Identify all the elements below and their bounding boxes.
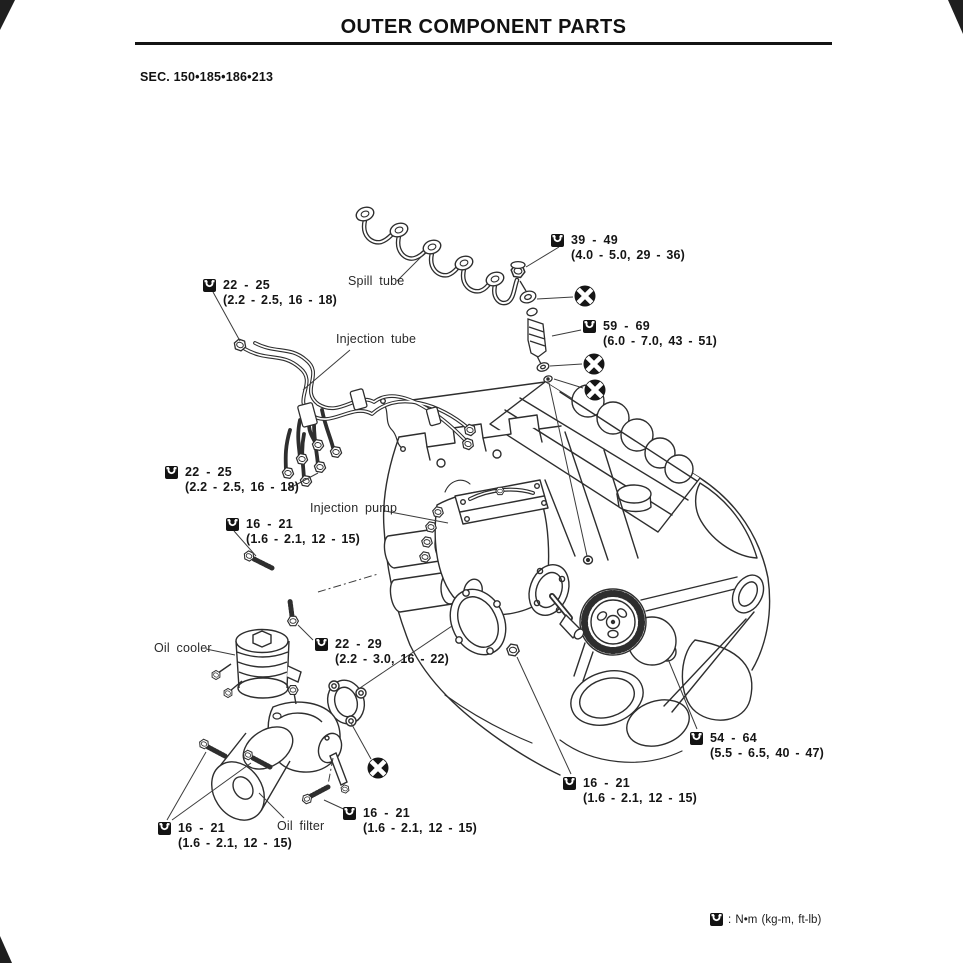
injection-tube-drawing [231, 337, 478, 488]
engine-block-drawing [380, 381, 771, 776]
torque-wrench-icon [551, 234, 564, 247]
torque-wrench-icon [563, 777, 576, 790]
torque-detail: (2.2 - 3.0, 16 - 22) [335, 652, 450, 666]
torque-wrench-icon [226, 518, 239, 531]
torque-wrench-icon [710, 913, 723, 926]
do-not-reuse-icon [585, 380, 606, 401]
page-title: OUTER COMPONENT PARTS [340, 16, 627, 38]
torque-callout: 22 - 25(2.2 - 2.5, 16 - 18) [203, 278, 337, 308]
torque-callout: 16 - 21(1.6 - 2.1, 12 - 15) [226, 517, 360, 547]
do-not-reuse-icon [368, 758, 389, 779]
label-injection-pump: Injection pump [310, 501, 398, 515]
bolts-drawing [197, 549, 521, 806]
section-label: SEC. 150•185•186•213 [140, 70, 274, 84]
torque-callout: 22 - 29(2.2 - 3.0, 16 - 22) [315, 637, 449, 667]
pump-gasket-drawing [449, 588, 507, 656]
cooler-gasket-drawing [326, 679, 367, 727]
torque-value: 39 - 49 [571, 233, 619, 247]
injection-pump-drawing [418, 479, 585, 640]
injector-drawing [509, 260, 553, 383]
label-oil-filter: Oil filter [277, 819, 325, 833]
torque-value: 22 - 29 [335, 637, 383, 651]
torque-wrench-icon [158, 822, 171, 835]
torque-value: 59 - 69 [603, 319, 651, 333]
do-not-reuse-icon [584, 354, 605, 375]
torque-detail: (2.2 - 2.5, 16 - 18) [185, 480, 300, 494]
torque-wrench-icon [583, 320, 596, 333]
oil-cooler-drawing [209, 628, 302, 700]
torque-value: 16 - 21 [583, 776, 631, 790]
torque-detail: (5.5 - 6.5, 40 - 47) [710, 746, 825, 760]
torque-value: 22 - 25 [185, 465, 233, 479]
label-oil-cooler: Oil cooler [154, 641, 212, 655]
torque-detail: (2.2 - 2.5, 16 - 18) [223, 293, 338, 307]
torque-callout: 59 - 69(6.0 - 7.0, 43 - 51) [583, 319, 717, 349]
torque-legend-text: : N•m (kg-m, ft-lb) [728, 913, 822, 926]
torque-detail: (1.6 - 2.1, 12 - 15) [363, 821, 478, 835]
torque-value: 54 - 64 [710, 731, 758, 745]
oil-filter-drawing [211, 726, 294, 821]
torque-wrench-icon [690, 732, 703, 745]
torque-value: 16 - 21 [363, 806, 411, 820]
torque-callout: 16 - 21(1.6 - 2.1, 12 - 15) [563, 776, 697, 806]
torque-wrench-icon [343, 807, 356, 820]
timing-gear-drawing [570, 574, 765, 747]
torque-wrench-icon [315, 638, 328, 651]
torque-detail: (4.0 - 5.0, 29 - 36) [571, 248, 686, 262]
torque-value: 16 - 21 [246, 517, 294, 531]
torque-callout: 22 - 25(2.2 - 2.5, 16 - 18) [165, 465, 299, 495]
torque-wrench-icon [203, 279, 216, 292]
do-not-reuse-icon [575, 286, 596, 307]
torque-detail: (1.6 - 2.1, 12 - 15) [583, 791, 698, 805]
label-spill-tube: Spill tube [348, 274, 405, 288]
label-injection-tube: Injection tube [336, 332, 417, 346]
torque-detail: (1.6 - 2.1, 12 - 15) [246, 532, 361, 546]
torque-detail: (6.0 - 7.0, 43 - 51) [603, 334, 718, 348]
torque-value: 22 - 25 [223, 278, 271, 292]
spill-tube-drawing [353, 204, 520, 306]
torque-detail: (1.6 - 2.1, 12 - 15) [178, 836, 293, 850]
torque-callout: 16 - 21(1.6 - 2.1, 12 - 15) [158, 821, 292, 851]
torque-callout: 39 - 49(4.0 - 5.0, 29 - 36) [551, 233, 685, 263]
torque-legend: : N•m (kg-m, ft-lb) [710, 913, 821, 926]
torque-value: 16 - 21 [178, 821, 226, 835]
torque-callout: 54 - 64(5.5 - 6.5, 40 - 47) [690, 731, 824, 761]
torque-callout: 16 - 21(1.6 - 2.1, 12 - 15) [343, 806, 477, 836]
title-rule [135, 42, 832, 45]
torque-wrench-icon [165, 466, 178, 479]
